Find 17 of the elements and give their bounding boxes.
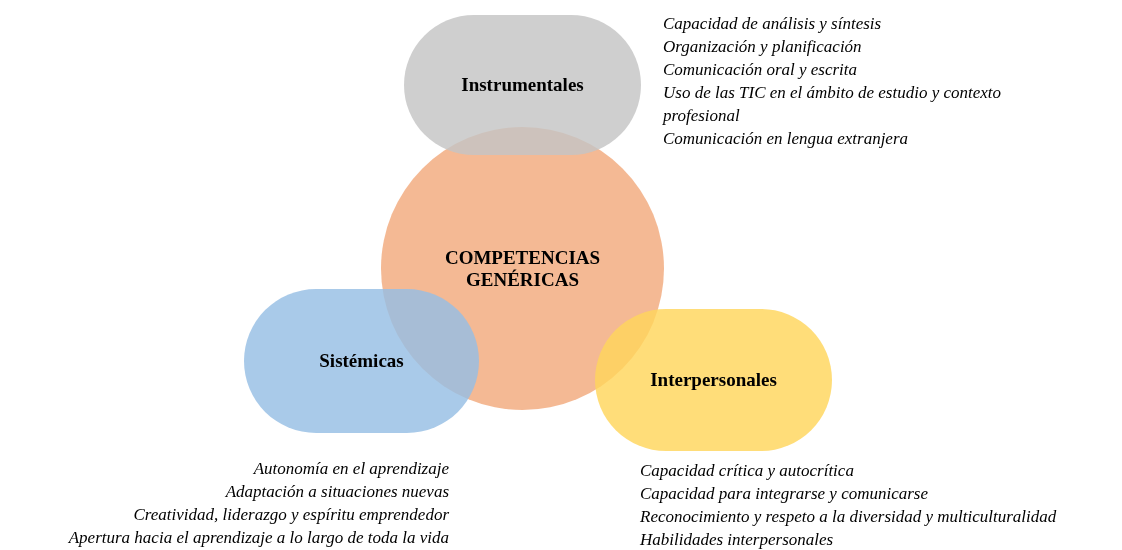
list-item: Creatividad, liderazgo y espíritu emprendedor [132, 504, 449, 526]
list-item: Autonomía en el aprendizaje [252, 458, 449, 480]
list-item: Comunicación oral y escrita [663, 59, 859, 81]
node-label: Sistémicas [318, 350, 405, 372]
list-item: Uso de las TIC en el ámbito de estudio y contexto profesional [663, 82, 1003, 127]
list-item: Habilidades interpersonales [640, 529, 835, 550]
list-item: Capacidad de análisis y síntesis [663, 13, 883, 35]
node-label: Instrumentales [460, 74, 585, 96]
list-item: Comunicación en lengua extranjera [663, 128, 910, 150]
list-item: Adaptación a situaciones nuevas [224, 481, 449, 503]
node-label: Interpersonales [649, 369, 778, 391]
list-item: Reconocimiento y respeto a la diversidad y multiculturalidad [640, 506, 1058, 528]
list-item: Capacidad para integrarse y comunicarse [640, 483, 930, 505]
list-item: Organización y planificación [663, 36, 863, 58]
list-item: Capacidad crítica y autocrítica [640, 460, 855, 482]
node-label: COMPETENCIAS GENÉRICAS [443, 246, 602, 291]
list-item: Apertura hacia el aprendizaje a lo largo de toda la vida [67, 527, 449, 549]
